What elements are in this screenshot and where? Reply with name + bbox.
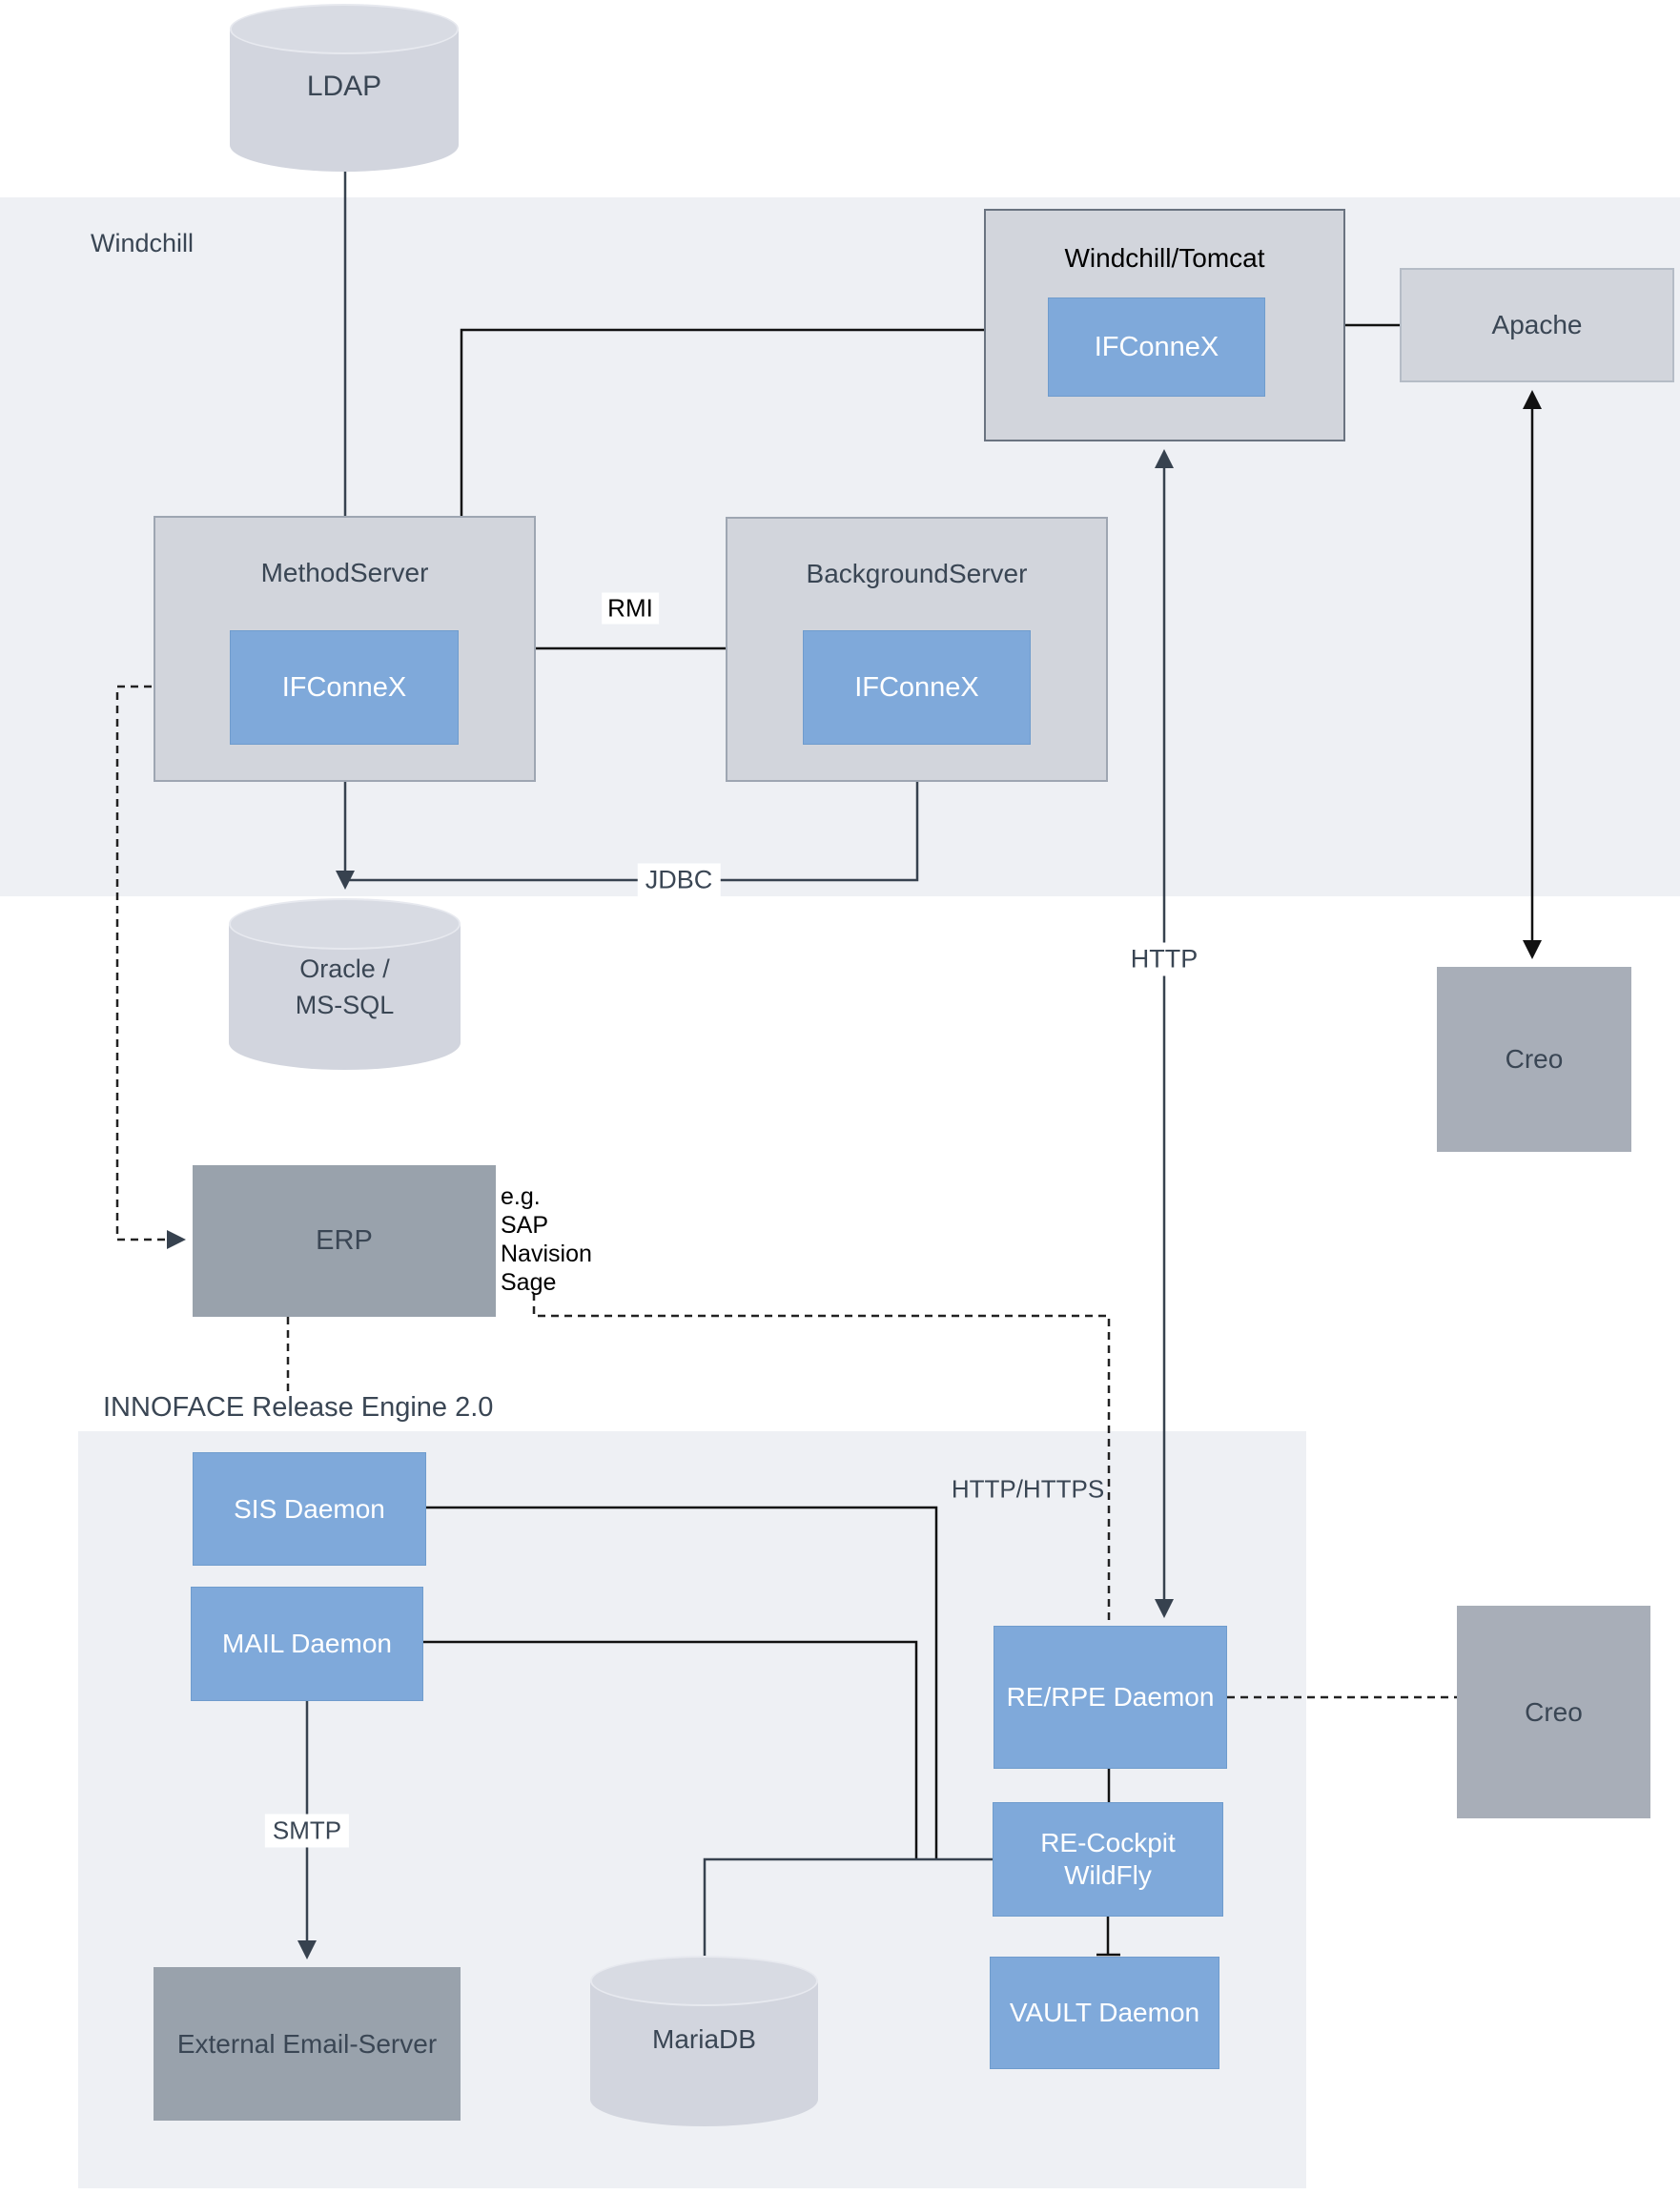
windchill-tomcat-label: Windchill/Tomcat xyxy=(1064,243,1265,273)
mariadb-label: MariaDB xyxy=(652,2023,756,2054)
vault-daemon-box: VAULT Daemon xyxy=(990,1957,1219,2069)
oracle-label-line2: MS-SQL xyxy=(295,990,395,1019)
erp-note-line: SAP xyxy=(501,1212,549,1239)
http-label: HTTP xyxy=(1122,942,1206,976)
oracle-label-line1: Oracle / xyxy=(299,954,390,983)
erp-note: e.g. SAP Navision Sage xyxy=(501,1182,592,1297)
ifconnex-tomcat-label: IFConneX xyxy=(1094,331,1219,362)
ifconnex-methodserver-label: IFConneX xyxy=(281,671,407,703)
recockpit-label-line2: WildFly xyxy=(1064,1860,1152,1890)
mail-daemon-box: MAIL Daemon xyxy=(191,1587,423,1701)
sis-daemon-box: SIS Daemon xyxy=(193,1452,426,1566)
creo-bottom-label: Creo xyxy=(1525,1696,1583,1727)
erp-label: ERP xyxy=(316,1225,373,1256)
recockpit-box: RE-Cockpit WildFly xyxy=(993,1802,1223,1917)
methodserver-erp-dashed xyxy=(115,685,186,1249)
mariadb-database: MariaDB xyxy=(590,1956,818,2126)
mail-daemon-label: MAIL Daemon xyxy=(222,1629,392,1658)
mail-recockpit-line xyxy=(423,1640,918,1859)
ldap-label: LDAP xyxy=(306,70,382,102)
external-email-label: External Email-Server xyxy=(176,2028,438,2059)
recockpit-label-line1: RE-Cockpit xyxy=(1040,1828,1176,1857)
sis-recockpit-line xyxy=(426,1506,938,1859)
recockpit-vault-line xyxy=(1096,1917,1120,1957)
ifconnex-methodserver-box: IFConneX xyxy=(230,630,459,745)
innoface-region-label: INNOFACE Release Engine 2.0 xyxy=(103,1392,494,1423)
creo-top-label: Creo xyxy=(1505,1044,1564,1074)
mariadb-recockpit-line xyxy=(703,1857,993,1957)
rerpe-daemon-label: RE/RPE Daemon xyxy=(1006,1682,1215,1712)
http-https-label: HTTP/HTTPS xyxy=(951,1474,1105,1504)
windchill-region-label: Windchill xyxy=(91,229,195,257)
oracle-database: Oracle / MS-SQL xyxy=(229,898,461,1070)
erp-note-line: e.g. xyxy=(501,1183,541,1210)
external-email-box: External Email-Server xyxy=(154,1967,461,2121)
methodserver-label: MethodServer xyxy=(260,558,429,587)
methodserver-tomcat-line xyxy=(460,328,984,516)
erp-note-line: Navision xyxy=(501,1241,592,1267)
backgroundserver-label: BackgroundServer xyxy=(806,559,1028,588)
creo-top-box: Creo xyxy=(1437,967,1631,1152)
smtp-label: SMTP xyxy=(264,1814,350,1848)
erp-box: ERP xyxy=(193,1165,496,1317)
rerpe-daemon-box: RE/RPE Daemon xyxy=(994,1626,1227,1769)
ldap-database: LDAP xyxy=(230,4,459,172)
ifconnex-backgroundserver-box: IFConneX xyxy=(803,630,1031,745)
ifconnex-backgroundserver-label: IFConneX xyxy=(854,671,979,703)
vault-daemon-label: VAULT Daemon xyxy=(1009,1998,1200,2027)
creo-bottom-box: Creo xyxy=(1457,1606,1650,1818)
apache-box: Apache xyxy=(1400,268,1674,382)
ifconnex-tomcat-box: IFConneX xyxy=(1048,297,1265,397)
sis-daemon-label: SIS Daemon xyxy=(234,1493,385,1524)
erp-rerpe-dashed xyxy=(532,1293,1111,1621)
jdbc-line-background xyxy=(345,782,919,882)
oracle-label: Oracle / MS-SQL xyxy=(229,951,461,1023)
apache-label: Apache xyxy=(1491,310,1583,339)
rmi-label: RMI xyxy=(602,592,659,625)
erp-note-line: Sage xyxy=(501,1269,557,1296)
jdbc-label: JDBC xyxy=(637,863,721,897)
